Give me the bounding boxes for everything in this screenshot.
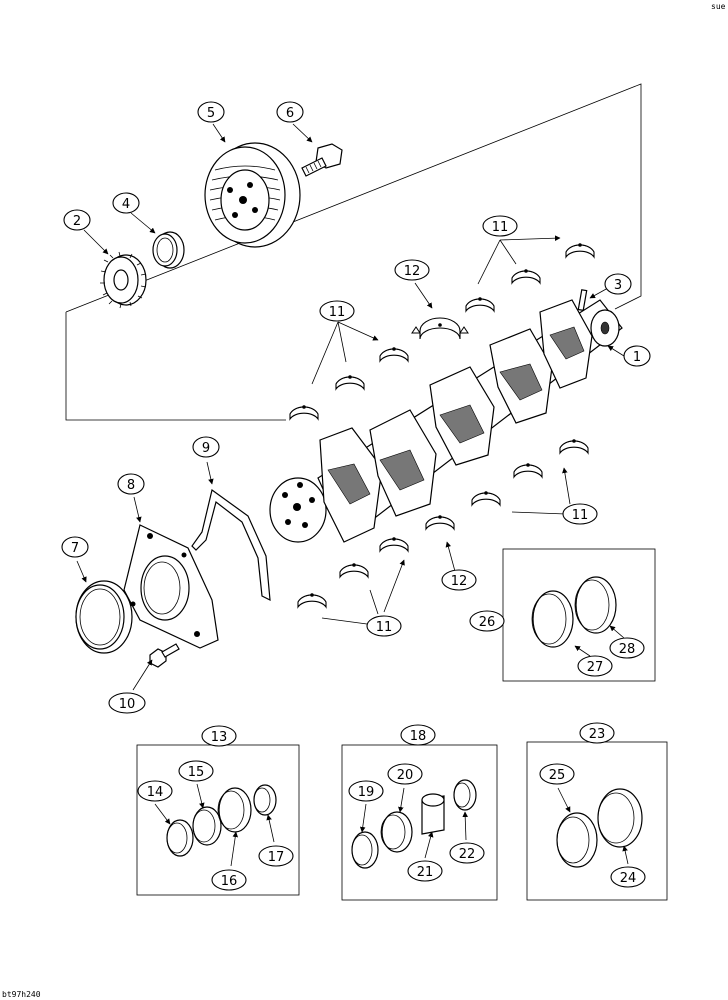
callout-15: 15: [178, 760, 214, 782]
svg-text:18: 18: [410, 729, 427, 744]
callout-5: 5: [197, 101, 225, 123]
svg-text:12: 12: [451, 574, 468, 589]
upper-bearing-shells: [289, 242, 595, 420]
figure-id: bt97h240: [2, 990, 41, 999]
callout-11-upper-left: 11: [319, 300, 355, 322]
svg-text:26: 26: [479, 615, 496, 630]
callout-11-lower-right: 11: [562, 503, 598, 525]
group-13-rings: [166, 784, 277, 857]
svg-text:12: 12: [404, 264, 421, 279]
group-23-rings: [556, 788, 643, 868]
svg-text:27: 27: [587, 660, 604, 675]
svg-text:11: 11: [492, 220, 509, 235]
svg-text:2: 2: [73, 214, 81, 229]
corner-code: sue: [711, 2, 726, 11]
callout-24: 24: [610, 866, 646, 888]
svg-text:25: 25: [549, 768, 566, 783]
svg-text:3: 3: [614, 278, 622, 293]
callout-13: 13: [201, 725, 237, 747]
callout-27: 27: [577, 655, 613, 677]
callout-20: 20: [387, 763, 423, 785]
callout-21: 21: [407, 860, 443, 882]
callout-1: 1: [623, 345, 651, 367]
callout-3: 3: [604, 273, 632, 295]
group-18-rings: [351, 779, 477, 869]
svg-text:4: 4: [122, 197, 130, 212]
svg-text:6: 6: [286, 106, 294, 121]
small-bolt-part: [149, 643, 180, 668]
callout-12-lower: 12: [441, 569, 477, 591]
gear-part: [100, 251, 147, 309]
svg-text:14: 14: [147, 785, 164, 800]
svg-text:11: 11: [376, 620, 393, 635]
gasket-part: [191, 488, 271, 602]
callout-18: 18: [400, 724, 436, 746]
dowel-pin-part: [577, 289, 588, 312]
svg-text:20: 20: [397, 768, 414, 783]
svg-text:1: 1: [633, 350, 641, 365]
callout-25: 25: [539, 763, 575, 785]
svg-text:7: 7: [71, 541, 79, 556]
callout-6: 6: [276, 101, 304, 123]
assembly-boundary: [65, 83, 642, 421]
bolt-part: [301, 143, 343, 177]
seal-housing-part: [123, 524, 219, 649]
svg-text:5: 5: [207, 106, 215, 121]
svg-text:9: 9: [202, 441, 210, 456]
callout-14: 14: [137, 780, 173, 802]
svg-text:21: 21: [417, 865, 434, 880]
damper-pulley-part: [204, 142, 301, 248]
callout-28: 28: [609, 637, 645, 659]
seal-part: [75, 580, 133, 654]
svg-text:17: 17: [268, 850, 285, 865]
crankshaft-part: [269, 299, 623, 543]
svg-text:24: 24: [620, 871, 637, 886]
callout-17: 17: [258, 845, 294, 867]
callout-26: 26: [469, 610, 505, 632]
ring-part: [152, 231, 185, 269]
callout-2: 2: [63, 209, 91, 231]
callout-19: 19: [348, 780, 384, 802]
svg-text:10: 10: [119, 697, 136, 712]
group-box-26: [502, 548, 656, 682]
callout-4: 4: [112, 192, 140, 214]
callout-10: 10: [108, 692, 146, 714]
callout-11-lower-left: 11: [366, 615, 402, 637]
callout-8: 8: [117, 473, 145, 495]
svg-text:11: 11: [572, 508, 589, 523]
svg-text:19: 19: [358, 785, 375, 800]
callout-7: 7: [61, 536, 89, 558]
svg-text:15: 15: [188, 765, 205, 780]
callout-23: 23: [579, 722, 615, 744]
callout-12-upper: 12: [394, 259, 430, 281]
group-26-rings: [531, 576, 617, 648]
callout-22: 22: [449, 842, 485, 864]
callout-11-upper-right: 11: [482, 215, 518, 237]
callout-9: 9: [192, 436, 220, 458]
svg-text:22: 22: [459, 847, 476, 862]
svg-text:28: 28: [619, 642, 636, 657]
callout-16: 16: [211, 869, 247, 891]
svg-text:16: 16: [221, 874, 238, 889]
svg-text:23: 23: [589, 727, 606, 742]
svg-text:8: 8: [127, 478, 135, 493]
leader-lines: [76, 123, 629, 867]
svg-text:13: 13: [211, 730, 228, 745]
svg-text:11: 11: [329, 305, 346, 320]
